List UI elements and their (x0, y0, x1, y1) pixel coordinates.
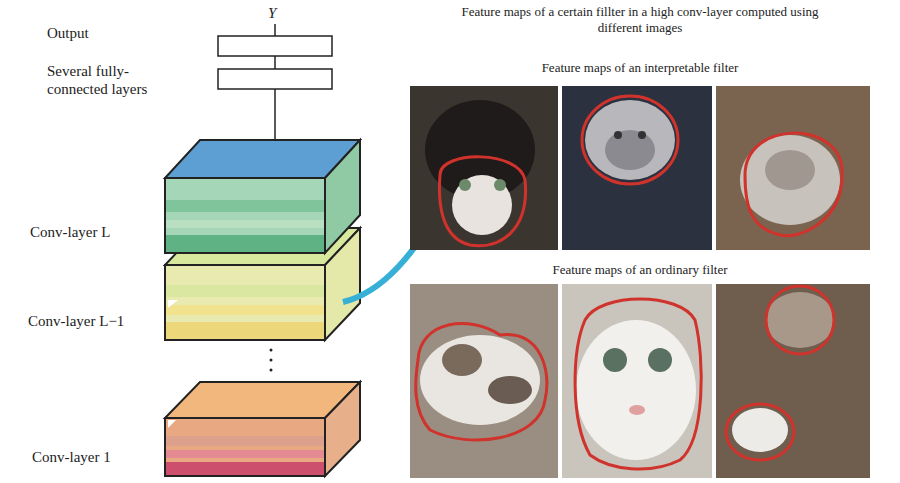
layer-block: Conv-layer 1 (20, 378, 160, 478)
layer-label: Several fully-connected layers (47, 62, 175, 98)
row-heading: Feature maps of an ordinary filter (410, 262, 870, 278)
layer-block: Conv-layer L (20, 135, 160, 257)
panel-title: Feature maps of a certain fillter in a h… (450, 4, 830, 35)
layer-label: Conv-layer 1 (32, 448, 111, 466)
row-heading: Feature maps of an interpretable filter (410, 60, 870, 76)
layer-block: Conv-layer L−1 (20, 262, 160, 346)
layer-label: Conv-layer L−1 (28, 312, 124, 330)
output-variable: Y (268, 4, 276, 22)
output-label: Output (47, 24, 89, 42)
layer-label: Conv-layer L (30, 223, 110, 241)
